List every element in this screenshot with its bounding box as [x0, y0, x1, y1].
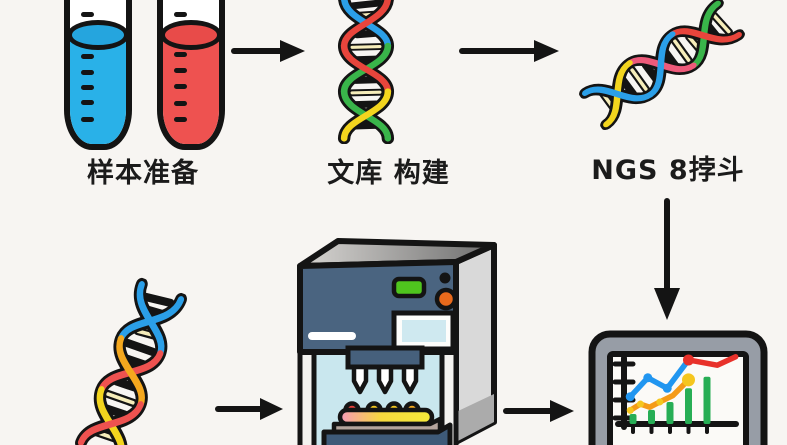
- arrow-right-4-icon: [502, 398, 578, 424]
- tube-tick: [81, 12, 94, 17]
- tube-tick: [174, 52, 187, 57]
- label-library-construction: 文库 构建: [327, 158, 450, 189]
- dna-helix-ngs-icon: [560, 0, 764, 140]
- sequencer-machine-icon: [290, 236, 505, 445]
- arrow-right-3-icon: [214, 396, 286, 422]
- tube-blue-meniscus: [70, 20, 126, 50]
- tube-red-meniscus: [163, 20, 219, 50]
- tube-tick: [174, 101, 187, 106]
- tube-tick: [174, 68, 187, 73]
- indicator-dot: [439, 272, 451, 284]
- machine-side-shadow: [456, 394, 494, 442]
- label-ngs-sequencing: NGS 8挬斗: [591, 155, 745, 186]
- arrow-down-icon: [651, 198, 683, 324]
- tube-tick: [174, 117, 187, 122]
- dispenser-head: [345, 345, 425, 370]
- dna-helix-sample-icon: [50, 276, 212, 445]
- machine-screen-inner: [402, 320, 446, 342]
- results-monitor-icon: [584, 326, 774, 445]
- arrow-right-2-icon: [458, 38, 562, 64]
- tube-tick: [81, 70, 94, 75]
- sample-tray: [321, 401, 453, 445]
- test-tube-red-icon: [157, 0, 225, 150]
- tube-tick: [174, 84, 187, 89]
- power-led: [391, 276, 427, 299]
- dna-helix-library-icon: [315, 0, 417, 144]
- power-button-orange: [434, 287, 458, 311]
- tube-tick: [81, 54, 94, 59]
- tube-tick: [81, 100, 94, 105]
- tube-tick: [174, 12, 187, 17]
- label-sample-prep: 样本准备: [87, 158, 199, 189]
- nozzles: [351, 364, 419, 395]
- tube-tick: [81, 85, 94, 90]
- test-tube-blue-icon: [64, 0, 132, 150]
- tube-tick: [81, 117, 94, 122]
- results-chart: [612, 354, 739, 434]
- arrow-right-1-icon: [230, 38, 308, 64]
- panel-slot: [308, 332, 356, 340]
